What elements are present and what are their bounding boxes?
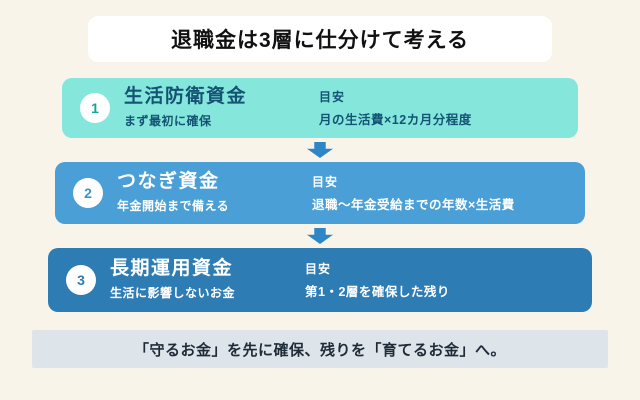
layer-3-guide-block: 目安 第1・2層を確保した残り xyxy=(305,260,574,300)
footer-text: 「守るお金」を先に確保、残りを「育てるお金」へ。 xyxy=(133,341,506,359)
title-card: 退職金は3層に仕分けて考える xyxy=(88,16,552,62)
layer-2-subtitle: 年金開始まで備える xyxy=(117,198,230,213)
layer-3-subtitle: 生活に影響しないお金 xyxy=(110,285,236,300)
page-title: 退職金は3層に仕分けて考える xyxy=(170,29,470,52)
layer-3-left-block: 長期運用資金 生活に影響しないお金 xyxy=(110,258,305,301)
layer-3-band: 3 長期運用資金 生活に影響しないお金 目安 第1・2層を確保した残り xyxy=(48,248,592,312)
layer-1-title: 生活防衛資金 xyxy=(124,86,248,108)
layer-2-left-block: つなぎ資金 年金開始まで備える xyxy=(117,171,312,214)
layer-1-band: 1 生活防衛資金 まず最初に確保 目安 月の生活費×12カ月分程度 xyxy=(62,78,578,138)
layer-3-guide-text: 第1・2層を確保した残り xyxy=(305,285,450,299)
layer-3-number-badge: 3 xyxy=(66,265,96,295)
layer-1-guide-label: 目安 xyxy=(319,90,346,104)
footer-bar: 「守るお金」を先に確保、残りを「育てるお金」へ。 xyxy=(32,330,608,368)
layer-2-band: 2 つなぎ資金 年金開始まで備える 目安 退職〜年金受給までの年数×生活費 xyxy=(55,162,585,224)
layer-3-title: 長期運用資金 xyxy=(110,258,234,280)
layer-2-guide-text: 退職〜年金受給までの年数×生活費 xyxy=(312,198,515,212)
layer-3-guide-label: 目安 xyxy=(305,262,332,276)
down-arrow-icon xyxy=(307,228,333,244)
layer-1-guide-block: 目安 月の生活費×12カ月分程度 xyxy=(319,88,560,128)
layer-2-guide-block: 目安 退職〜年金受給までの年数×生活費 xyxy=(312,173,567,213)
down-arrow-icon xyxy=(307,142,333,158)
layer-3-number: 3 xyxy=(77,272,85,288)
layer-1-left-block: 生活防衛資金 まず最初に確保 xyxy=(124,86,319,129)
layer-2-number-badge: 2 xyxy=(73,178,103,208)
layer-2-number: 2 xyxy=(84,185,92,201)
layer-1-number: 1 xyxy=(91,100,99,116)
layer-1-number-badge: 1 xyxy=(80,93,110,123)
layer-1-guide-text: 月の生活費×12カ月分程度 xyxy=(319,113,472,127)
layer-1-subtitle: まず最初に確保 xyxy=(124,113,212,128)
layer-2-title: つなぎ資金 xyxy=(117,171,220,193)
layer-2-guide-label: 目安 xyxy=(312,175,339,189)
